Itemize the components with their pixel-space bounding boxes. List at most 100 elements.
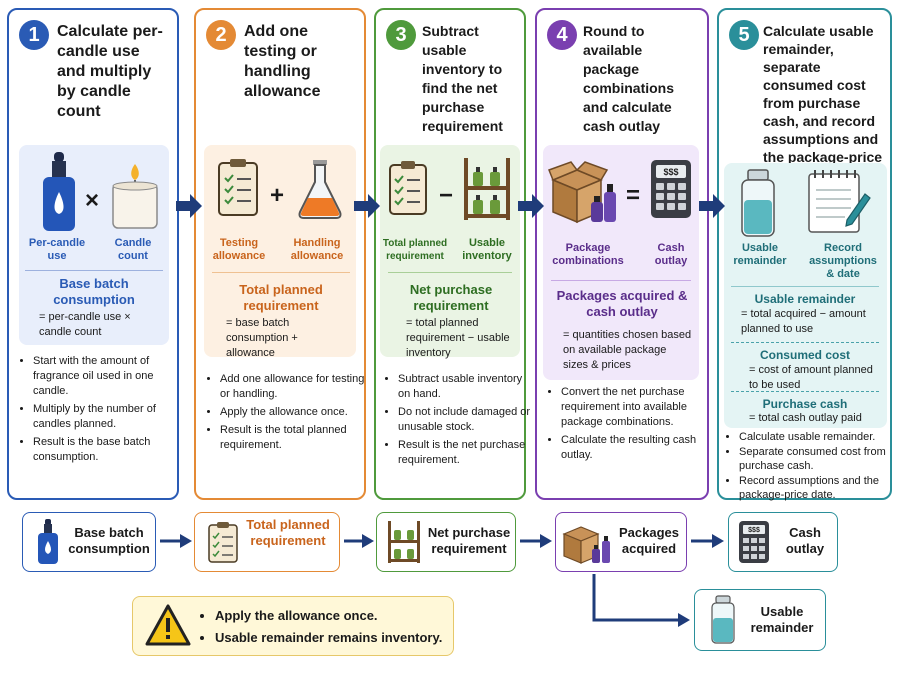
- step-3-number: 3: [386, 20, 416, 50]
- dropper-bottle-icon: [43, 152, 75, 231]
- clipboard-checklist-icon: [218, 159, 258, 216]
- list-item: Record assumptions and the package-price…: [739, 474, 897, 502]
- list-item: Add one allowance for testing or handlin…: [220, 372, 370, 402]
- multiply-operator: ×: [85, 187, 100, 214]
- step-3-result-title: Net purchase requirement: [409, 282, 493, 313]
- jar-icon: [741, 169, 775, 237]
- shelf-bottles-icon: [388, 521, 420, 563]
- step-5-title: Calculate usable remainder, separate con…: [763, 23, 883, 183]
- usable-inventory-label: Usable inventory: [462, 237, 512, 262]
- calculator-display: $$$: [748, 527, 760, 534]
- calculator-icon: $$$: [651, 160, 691, 218]
- step-4-bullets: Convert the net purchase requirement int…: [549, 385, 713, 466]
- step-5-bullets: Calculate usable remainder. Separate con…: [727, 430, 897, 503]
- warning-list: Apply the allowance once. Usable remaind…: [201, 605, 442, 649]
- list-item: Do not include damaged or unusable stock…: [398, 405, 532, 435]
- minus-operator: −: [439, 182, 454, 209]
- testing-allowance-label: Testing allowance: [212, 237, 266, 262]
- step-4-result-title: Packages acquired & cash outlay: [556, 288, 688, 319]
- notepad-pen-icon: [808, 170, 871, 233]
- purchase-cash-title: Purchase cash: [762, 397, 848, 411]
- flow-base-batch-label: Base batch consumption: [68, 525, 150, 556]
- step-4-title: Round to available package combinations …: [583, 23, 675, 134]
- cash-outlay-label: Cash outlay: [654, 242, 688, 267]
- clipboard-checklist-icon: [389, 161, 427, 215]
- flow-remainder-label: Usable remainder: [750, 604, 814, 635]
- flask-icon: [298, 160, 342, 219]
- plus-operator: +: [270, 182, 285, 209]
- step-1-result-title: Base batch consumption: [53, 276, 135, 307]
- step-1-title: Calculate per-candle use and multiply by…: [57, 23, 163, 120]
- dropper-bottle-icon: [38, 519, 58, 564]
- handling-allowance-label: Handling allowance: [290, 237, 344, 262]
- step-3-bullets: Subtract usable inventory on hand. Do no…: [386, 372, 532, 471]
- total-planned-requirement-label: Total planned requirement: [382, 238, 448, 262]
- step-2-bullets: Add one allowance for testing or handlin…: [208, 372, 370, 456]
- equals-operator: =: [626, 182, 641, 209]
- clipboard-checklist-icon: [208, 522, 238, 563]
- list-item: Start with the amount of fragrance oil u…: [33, 354, 183, 399]
- per-candle-use-label: Per-candle use: [28, 237, 86, 262]
- consumed-cost-desc: = cost of amount planned to be used: [749, 364, 873, 391]
- list-item: Calculate usable remainder.: [739, 430, 897, 444]
- warning-note: Apply the allowance once. Usable remaind…: [132, 596, 454, 656]
- package-combinations-label: Package combinations: [552, 242, 624, 267]
- box-bottles-icon: [562, 526, 610, 564]
- step-4-number: 4: [547, 20, 577, 50]
- list-item: Subtract usable inventory on hand.: [398, 372, 532, 402]
- list-item: Apply the allowance once.: [220, 405, 370, 420]
- step-4-panel: 4 Round to available package combination…: [535, 8, 709, 500]
- arrow-icon: [699, 194, 725, 218]
- step-3-result-desc: = total planned requirement − usable inv…: [406, 317, 510, 359]
- usable-remainder-desc: = total acquired − amount planned to use: [741, 308, 866, 335]
- step-1-visual-box: [19, 145, 169, 345]
- step-2-result-title: Total planned requirement: [239, 282, 323, 313]
- step-2-panel: 2 Add one testing or handling allowance …: [194, 8, 366, 500]
- candle-count-label: Candle count: [114, 237, 152, 262]
- flow-packages-label: Packages acquired: [619, 525, 679, 556]
- calculator-icon: $$$: [739, 521, 769, 563]
- step-3-title: Subtract usable inventory to find the ne…: [422, 23, 503, 134]
- flow-cash-outlay-label: Cash outlay: [785, 525, 825, 556]
- usable-remainder-label: Usable remainder: [733, 242, 787, 267]
- step-1-result-desc: = per-candle use × candle count: [39, 311, 131, 338]
- step-3-panel: 3 Subtract usable inventory to find the …: [374, 8, 530, 500]
- list-item: Convert the net purchase requirement int…: [561, 385, 713, 430]
- step-2-title: Add one testing or handling allowance: [244, 23, 321, 100]
- jar-icon: [711, 595, 735, 644]
- flow-cash-outlay-box: $$$ Cash outlay: [728, 512, 838, 572]
- step-5-panel: 5 Calculate usable remainder, separate c…: [717, 8, 892, 501]
- list-item: Result is the net purchase requirement.: [398, 438, 532, 468]
- step-2-result-desc: = base batch consumption + allowance: [226, 317, 298, 359]
- arrow-icon: [518, 194, 544, 218]
- flow-net-purchase-label: Net purchase requirement: [427, 525, 511, 556]
- flow-total-planned-box: Total planned requirement: [194, 512, 340, 572]
- flow-total-planned-label: Total planned requirement: [246, 517, 330, 548]
- step-4-result-desc: = quantities chosen based on available p…: [563, 329, 692, 371]
- list-item: Calculate the resulting cash outlay.: [561, 433, 713, 463]
- list-item: Result is the total planned requirement.: [220, 423, 370, 453]
- flow-net-purchase-box: Net purchase requirement: [376, 512, 516, 572]
- list-item: Usable remainder remains inventory.: [215, 627, 442, 649]
- step-2-number: 2: [206, 20, 236, 50]
- candle-icon: [112, 164, 158, 229]
- record-assumptions-label: Record assumptions & date: [809, 242, 877, 280]
- usable-remainder-title: Usable remainder: [754, 292, 856, 306]
- box-bottles-icon: [548, 161, 616, 224]
- list-item: Result is the base batch consumption.: [33, 435, 183, 465]
- step-1-panel: 1 Calculate per-candle use and multiply …: [7, 8, 179, 500]
- shelf-bottles-icon: [464, 158, 510, 220]
- step-1-number: 1: [19, 20, 49, 50]
- step-5-number: 5: [729, 20, 759, 50]
- list-item: Apply the allowance once.: [215, 605, 442, 627]
- flow-base-batch-box: Base batch consumption: [22, 512, 156, 572]
- purchase-cash-desc: = total cash outlay paid: [749, 412, 862, 424]
- flow-packages-box: Packages acquired: [555, 512, 687, 572]
- list-item: Multiply by the number of candles planne…: [33, 402, 183, 432]
- arrow-icon: [176, 194, 202, 218]
- step-1-bullets: Start with the amount of fragrance oil u…: [21, 354, 183, 468]
- flow-remainder-box: Usable remainder: [694, 589, 826, 651]
- arrow-icon: [354, 194, 380, 218]
- consumed-cost-title: Consumed cost: [759, 348, 850, 362]
